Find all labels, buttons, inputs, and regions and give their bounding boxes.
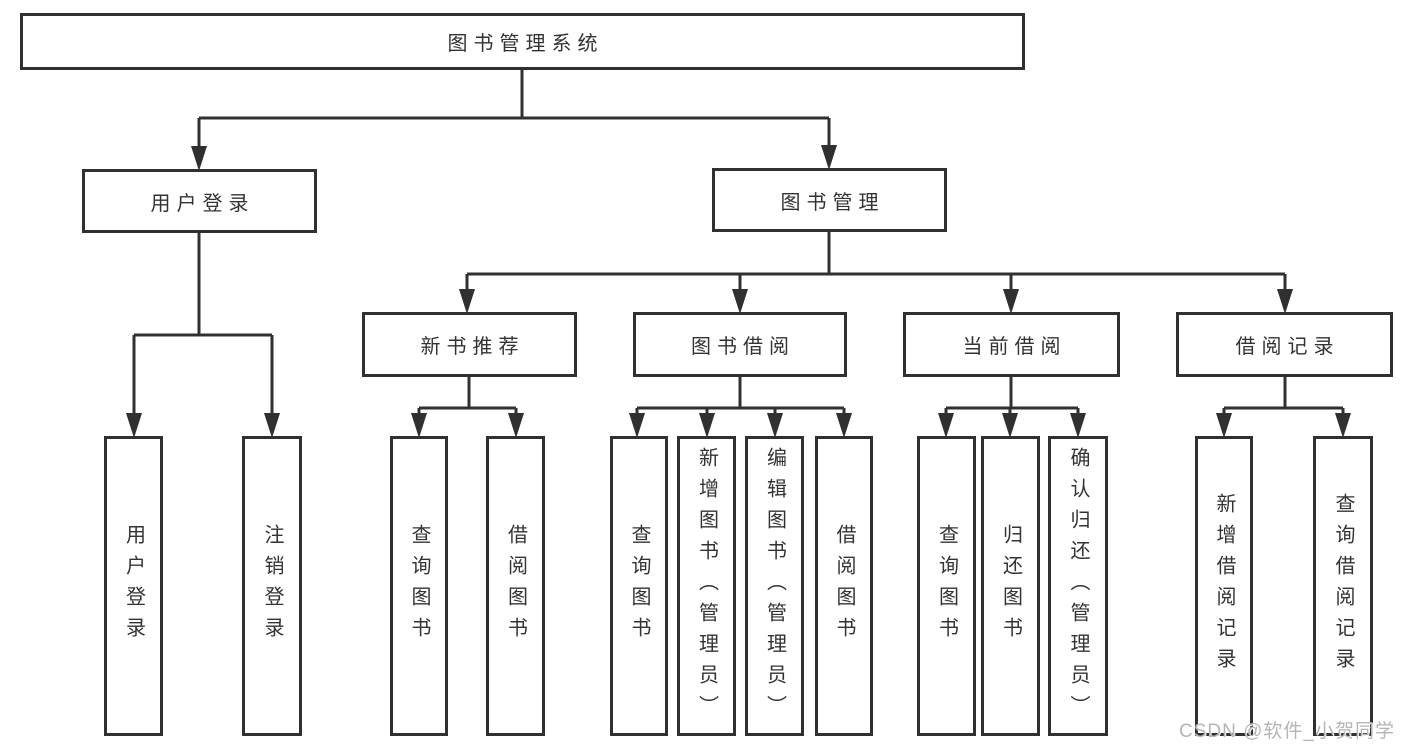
node-user-login: 用户登录 (82, 169, 317, 233)
connector-borrow-record-children (1216, 377, 1351, 438)
leaf-current-query-book: 查询图书 (917, 436, 976, 736)
connector-new-book-recommend-children (411, 377, 524, 438)
leaf-user-login-label: 用户登录 (122, 524, 145, 648)
node-current-borrow: 当前借阅 (903, 312, 1120, 377)
leaf-record-add-label: 新增借阅记录 (1213, 493, 1235, 679)
leaf-borrow-borrow-book: 借阅图书 (815, 436, 873, 736)
leaf-current-confirm-return-label: 确认归还（管理员） (1067, 446, 1089, 726)
leaf-borrow-edit-book-label: 编辑图书（管理员） (763, 446, 786, 726)
leaf-borrow-add-book-label: 新增图书（管理员） (695, 446, 718, 726)
node-book-management-label: 图书管理 (780, 191, 885, 214)
leaf-current-query-book-label: 查询图书 (935, 524, 958, 648)
connector-book-management-children (459, 232, 1293, 314)
leaf-borrow-query-book: 查询图书 (610, 436, 668, 736)
leaf-current-confirm-return: 确认归还（管理员） (1048, 436, 1108, 736)
connector-root-to-level2 (191, 70, 837, 171)
leaf-recommend-borrow-book-label: 借阅图书 (504, 524, 527, 648)
leaf-user-login: 用户登录 (104, 436, 163, 736)
leaf-borrow-borrow-book-label: 借阅图书 (833, 524, 855, 648)
node-borrow-record: 借阅记录 (1176, 312, 1393, 377)
node-book-management: 图书管理 (712, 168, 947, 232)
leaf-record-query: 查询借阅记录 (1313, 436, 1373, 736)
leaf-recommend-query-book-label: 查询图书 (408, 524, 430, 648)
leaf-borrow-query-book-label: 查询图书 (628, 524, 650, 648)
leaf-record-add: 新增借阅记录 (1195, 436, 1253, 736)
leaf-recommend-borrow-book: 借阅图书 (486, 436, 545, 736)
connector-current-borrow-children (938, 377, 1086, 438)
node-borrow-record-label: 借阅记录 (1235, 336, 1340, 358)
leaf-borrow-add-book: 新增图书（管理员） (677, 436, 736, 736)
node-current-borrow-label: 当前借阅 (962, 336, 1067, 358)
leaf-recommend-query-book: 查询图书 (390, 436, 448, 736)
leaf-borrow-edit-book: 编辑图书（管理员） (745, 436, 804, 736)
leaf-logout-label: 注销登录 (261, 524, 283, 648)
connector-book-borrow-children (629, 377, 852, 438)
connector-user-login-children (126, 233, 280, 438)
node-root-label: 图书管理系统 (447, 33, 604, 55)
node-book-borrow-label: 图书借阅 (691, 336, 795, 358)
node-new-book-recommend-label: 新书推荐 (420, 336, 525, 358)
leaf-current-return-book-label: 归还图书 (999, 524, 1022, 648)
leaf-current-return-book: 归还图书 (981, 436, 1040, 736)
watermark-text: CSDN @软件_小贺同学 (1179, 721, 1395, 742)
leaf-record-query-label: 查询借阅记录 (1332, 493, 1354, 679)
node-book-borrow: 图书借阅 (633, 312, 847, 377)
node-new-book-recommend: 新书推荐 (362, 312, 577, 377)
node-root: 图书管理系统 (20, 13, 1025, 70)
leaf-logout: 注销登录 (242, 436, 302, 736)
node-user-login-label: 用户登录 (150, 192, 255, 215)
